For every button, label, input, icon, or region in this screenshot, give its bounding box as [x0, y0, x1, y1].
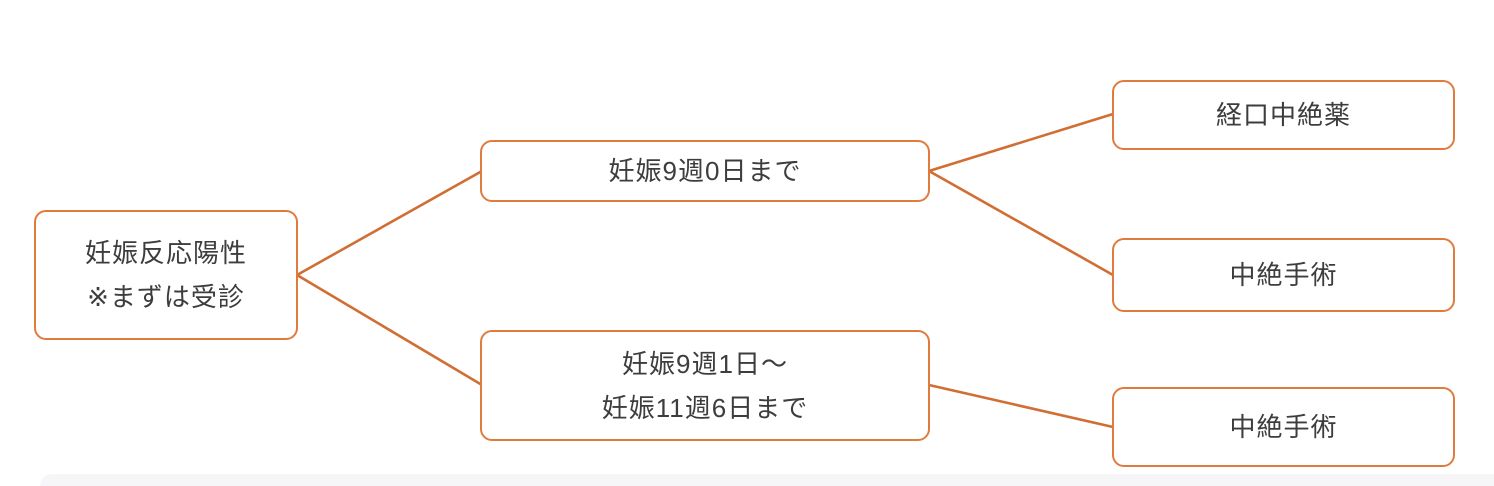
- edge-9w0d-to-oral-pill: [927, 112, 1115, 173]
- next-section-top-edge: [40, 474, 1494, 486]
- node-label-line: 経口中絶薬: [1215, 100, 1351, 130]
- node-abortion-surgery-lower: 中絶手術: [1112, 387, 1455, 467]
- node-9w1d-to-11w6d: 妊娠9週1日〜 妊娠11週6日まで: [480, 330, 930, 441]
- node-abortion-surgery-upper: 中絶手術: [1112, 238, 1455, 312]
- node-label-line: ※まずは受診: [87, 282, 245, 312]
- edge-9w1d-to-surgery-bottom: [927, 383, 1115, 429]
- node-label-line: 妊娠11週6日まで: [601, 392, 809, 423]
- node-pregnancy-test-positive: 妊娠反応陽性 ※まずは受診: [34, 210, 298, 340]
- node-up-to-9-weeks-0-days: 妊娠9週0日まで: [480, 140, 930, 202]
- node-label-line: 中絶手術: [1229, 412, 1338, 442]
- node-label-line: 妊娠9週0日まで: [608, 156, 802, 186]
- edge-start-to-9w0d: [295, 169, 484, 277]
- node-label-line: 中絶手術: [1229, 260, 1338, 290]
- edge-start-to-9w1d: [295, 273, 484, 387]
- node-oral-abortion-pill: 経口中絶薬: [1112, 80, 1455, 150]
- node-label-line: 妊娠9週1日〜: [622, 348, 788, 379]
- edge-9w0d-to-surgery-top: [927, 169, 1115, 277]
- node-label-line: 妊娠反応陽性: [84, 238, 247, 268]
